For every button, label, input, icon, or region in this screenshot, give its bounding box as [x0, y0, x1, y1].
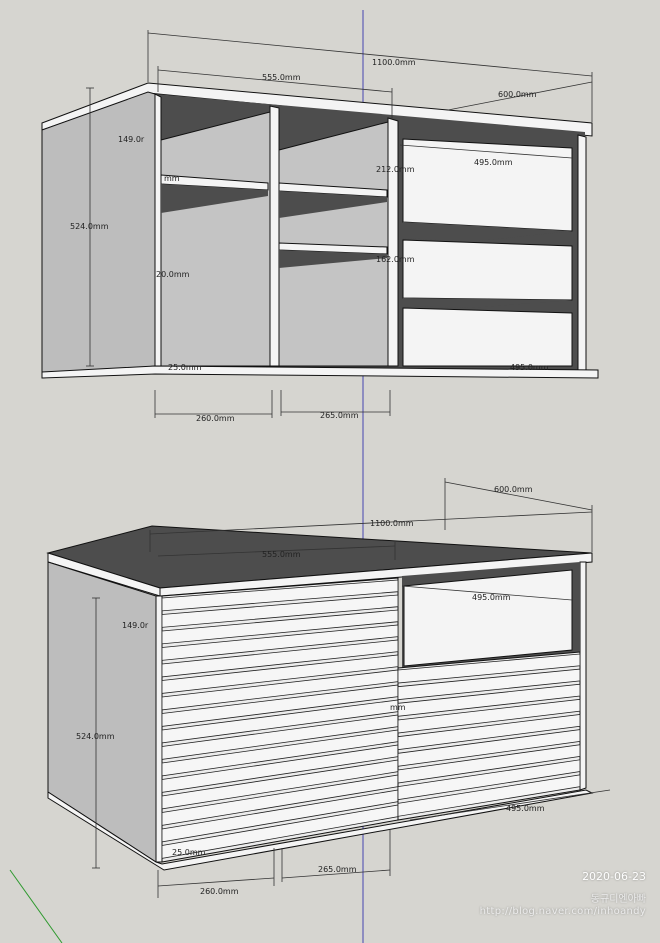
dim-drawer-mid: 162.0mm — [376, 255, 415, 264]
right-side-edge — [577, 134, 587, 371]
dim-top-gap: 149.0r — [122, 621, 149, 630]
left-bay-back — [160, 111, 271, 367]
dim-bay-right: 265.0mm — [318, 865, 357, 874]
watermark-date: 2020-06-23 — [582, 870, 646, 883]
dim-depth: 600.0mm — [494, 485, 533, 494]
middle-divider — [269, 105, 280, 367]
left-side-panel — [47, 561, 157, 863]
left-louver-slat — [161, 624, 399, 661]
bottom-dimension-labels: 600.0mm 1100.0mm 555.0mm 495.0mm 149.0r … — [76, 485, 545, 896]
front-left-edge — [155, 595, 163, 863]
dim-drawer-front: 212.0mm — [376, 165, 415, 174]
dim-height: 524.0mm — [76, 732, 115, 741]
dim-bay-right: 265.0mm — [320, 411, 359, 420]
dim-drawer-width: 495.0mm — [474, 158, 513, 167]
dim-left-section: 555.0mm — [262, 73, 301, 82]
shelf-left-under — [161, 184, 268, 213]
top-drawer-front[interactable] — [403, 569, 573, 667]
right-louver-slat — [397, 759, 581, 801]
base-edge — [47, 789, 594, 871]
left-louver-slat — [161, 609, 399, 645]
dim-shelf-thickness: mm — [164, 174, 180, 183]
cabinet-closed-view — [46, 525, 594, 871]
dim-top-gap: 149.0r — [118, 135, 145, 144]
drawer-2-front[interactable] — [402, 239, 573, 301]
drawer-1-bottom — [403, 222, 572, 242]
right-louver-slat — [397, 744, 581, 784]
dim-shelf-gap: 20.0mm — [156, 270, 190, 279]
right-louver-slat — [397, 668, 581, 701]
right-louvers — [397, 653, 581, 817]
right-louver-slat — [397, 698, 581, 734]
dim-drawer-width: 495.0mm — [472, 593, 511, 602]
left-louver-slat — [161, 579, 399, 612]
shelf-mid-upper-under — [279, 191, 387, 218]
dim-bottom-drawer: 495.0mm — [510, 363, 549, 372]
left-inner-edge — [154, 93, 162, 367]
drawer-3-front[interactable] — [402, 307, 573, 367]
dim-bay-left: 260.0mm — [196, 414, 235, 423]
drawer-1-front[interactable] — [402, 138, 573, 232]
watermark-url: http://blog.naver.com/inhoandy — [479, 906, 646, 917]
dim-depth: 600.0mm — [498, 90, 537, 99]
front-right-edge — [579, 561, 587, 791]
top-dimension-lines — [86, 30, 593, 418]
top-slab-edge-front — [159, 552, 593, 597]
left-louver-slat — [161, 639, 399, 678]
right-louver-slat — [397, 653, 581, 684]
watermark-author: 동규디엔아빠 — [590, 894, 646, 905]
right-louver-slat — [397, 774, 581, 817]
bottom-dimension-lines — [92, 478, 611, 898]
right-louver-slat — [397, 683, 581, 717]
left-louver-slat — [161, 594, 399, 628]
drawer-2-bottom — [403, 298, 572, 308]
cabinet-open-view — [41, 82, 599, 379]
shelf-mid-lower-under — [279, 250, 387, 268]
dim-base-offset: 25.0mm — [168, 363, 202, 372]
dim-inner-mark: mm — [390, 703, 406, 712]
green-axis — [9, 869, 63, 943]
right-divider — [387, 117, 399, 367]
dim-base-offset: 25.0mm — [172, 848, 206, 857]
dim-total-width: 1100.0mm — [370, 519, 414, 528]
left-louver-slat — [161, 654, 399, 694]
base-edge — [41, 365, 599, 379]
dim-bottom-depth: 495.0mm — [506, 804, 545, 813]
dim-bay-left: 260.0mm — [200, 887, 239, 896]
left-louvers — [161, 579, 399, 859]
dim-total-width: 1100.0mm — [372, 58, 416, 67]
dim-left-section: 555.0mm — [262, 550, 301, 559]
top-dimension-labels: 1100.0mm 555.0mm 600.0mm 149.0r 212.0mm … — [70, 58, 549, 423]
right-louver-slat — [397, 713, 581, 751]
right-louver-slat — [397, 729, 581, 767]
dim-height: 524.0mm — [70, 222, 109, 231]
